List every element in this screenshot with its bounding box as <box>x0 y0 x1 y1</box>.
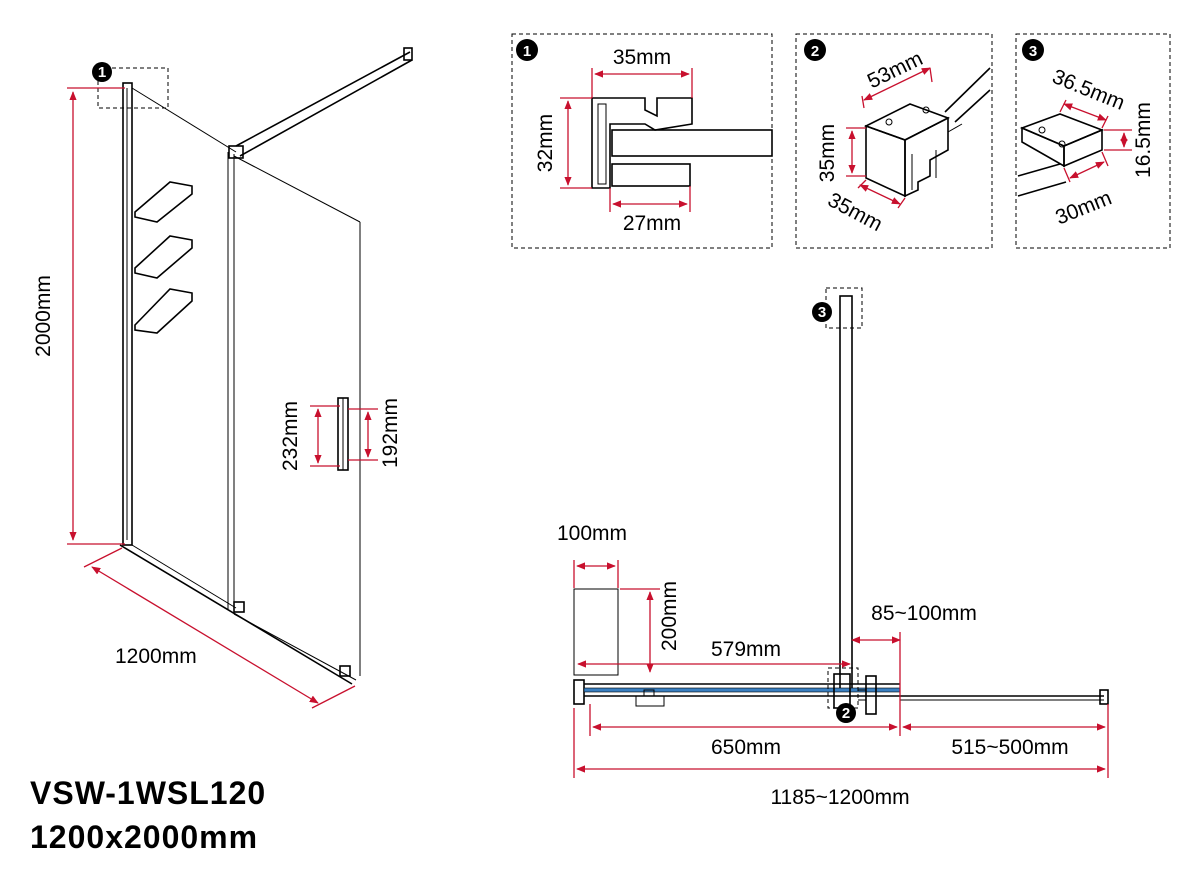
callout-1-badge: 1 <box>92 62 112 82</box>
detail-1-width-bottom: 27mm <box>623 212 681 235</box>
svg-text:3: 3 <box>818 304 826 321</box>
door-handle <box>337 397 349 471</box>
svg-text:3: 3 <box>1029 43 1037 60</box>
detail-3-height: 16.5mm <box>1132 102 1155 178</box>
model-size: 1200x2000mm <box>30 819 258 855</box>
plan-glass <box>583 687 901 693</box>
detail-3-panel: 3 36.5mm 16.5mm 30mm <box>1015 33 1171 249</box>
detail-2-depth: 35mm <box>824 188 886 236</box>
svg-text:2: 2 <box>842 705 850 722</box>
plan-span-b: 650mm <box>711 736 781 759</box>
plan-wall-gap: 85~100mm <box>871 602 977 625</box>
plan-tray <box>573 588 619 676</box>
wall-profile <box>122 82 133 546</box>
detail-2-top: 53mm <box>864 47 927 93</box>
detail-3-width: 30mm <box>1052 186 1115 229</box>
callout-2-badge: 2 <box>836 703 856 723</box>
detail-3-length: 36.5mm <box>1049 65 1128 115</box>
handle-inner-label: 192mm <box>379 398 402 468</box>
svg-text:1: 1 <box>98 64 106 81</box>
height-label: 2000mm <box>32 275 55 357</box>
width-dimension-line <box>91 566 319 704</box>
width-label: 1200mm <box>115 645 197 668</box>
elevation-view: 1 2000mm 1200mm 232mm 192mm <box>32 47 413 709</box>
detail-2-height: 35mm <box>816 124 839 182</box>
plan-span-c: 515~500mm <box>951 736 1068 759</box>
svg-text:2: 2 <box>811 43 819 60</box>
plan-stabilizer <box>839 295 853 691</box>
shelves <box>134 181 193 334</box>
handle-outer-label: 232mm <box>279 401 302 471</box>
detail-1-height: 32mm <box>534 114 557 172</box>
detail-3-marker-box <box>825 287 863 329</box>
model-number: VSW-1WSL120 <box>30 775 266 811</box>
stabilizer-bar <box>228 47 413 159</box>
wall-profile-section <box>591 97 693 189</box>
plan-tray-width: 100mm <box>557 522 627 545</box>
plan-total: 1185~1200mm <box>770 786 909 809</box>
detail-2-panel: 2 53mm 35mm 35mm <box>795 33 993 249</box>
fixed-panel-top-edge <box>131 87 237 153</box>
plan-tray-height: 200mm <box>658 581 681 651</box>
plan-view: 3 100mm 200mm 2 579mm <box>557 287 1109 809</box>
callout-3-badge: 3 <box>812 302 832 322</box>
detail-1-panel: 1 35mm 32mm 27mm <box>511 33 773 249</box>
detail-1-width-top: 35mm <box>613 46 671 69</box>
svg-text:1: 1 <box>523 43 531 60</box>
plan-span-a: 579mm <box>711 638 781 661</box>
